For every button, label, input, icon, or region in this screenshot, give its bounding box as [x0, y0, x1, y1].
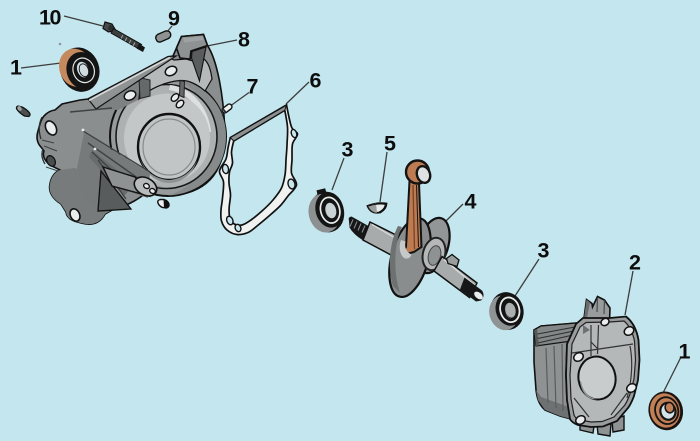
svg-text:7: 7 [247, 74, 259, 98]
svg-text:3: 3 [342, 137, 354, 161]
svg-text:4: 4 [465, 189, 477, 213]
svg-text:1: 1 [10, 55, 22, 79]
svg-text:5: 5 [384, 131, 396, 155]
svg-text:6: 6 [310, 68, 322, 92]
svg-text:3: 3 [538, 238, 550, 262]
svg-text:9: 9 [168, 6, 180, 30]
svg-text:8: 8 [238, 27, 250, 51]
svg-text:1: 1 [679, 339, 691, 363]
svg-text:2: 2 [629, 250, 641, 274]
svg-text:10: 10 [39, 5, 62, 29]
